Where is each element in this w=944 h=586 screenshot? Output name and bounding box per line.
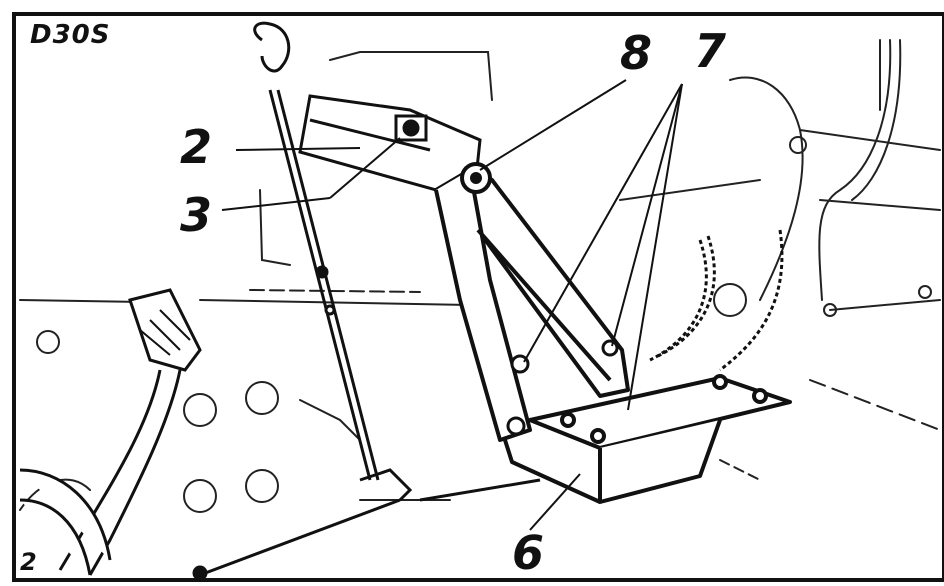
- base-tray: [503, 374, 792, 504]
- callout-7: 7: [694, 24, 727, 78]
- background-sketch: [19, 39, 941, 511]
- figure-border: [12, 12, 944, 582]
- panel-holes: [36, 136, 932, 513]
- upper-bracket: [298, 94, 482, 192]
- model-code-label: D30S: [30, 20, 111, 50]
- control-rod: [192, 21, 541, 581]
- callout-2: 2: [180, 120, 213, 174]
- callout-3: 3: [180, 188, 213, 242]
- callout-6: 6: [512, 526, 545, 580]
- wiring-harness: [649, 229, 784, 372]
- support-arm: [434, 168, 630, 442]
- pedals: [19, 288, 202, 576]
- figure-number-label: 2: [20, 548, 37, 576]
- leader-lines: [221, 79, 683, 531]
- callout-8: 8: [620, 26, 653, 80]
